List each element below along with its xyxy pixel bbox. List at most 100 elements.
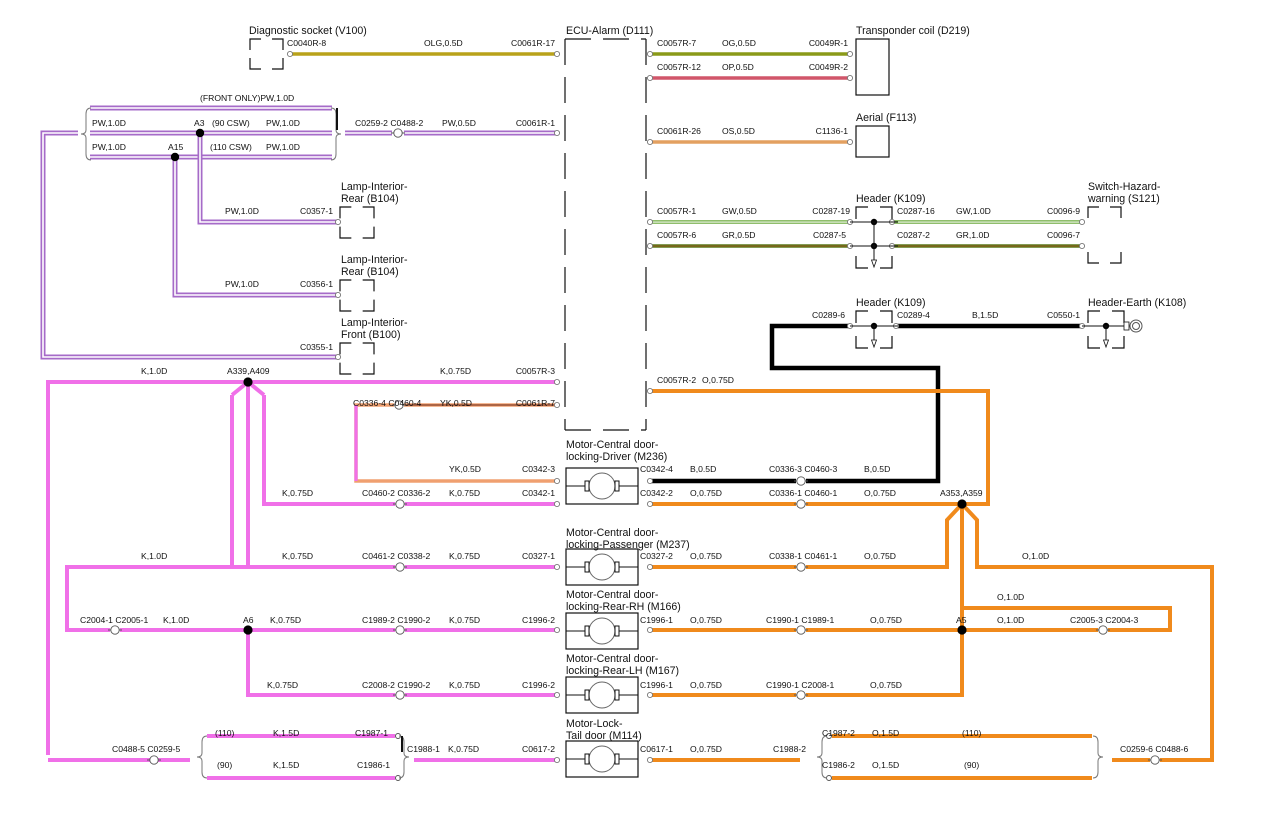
wire-label: GW,1.0D: [956, 206, 991, 216]
wire-label: C0287-16: [897, 206, 935, 216]
earth-arrow-icon: [1102, 339, 1110, 349]
inline-connector-icon: [395, 499, 405, 509]
connector-pin-icon: [553, 477, 561, 485]
wire-label: YK,0.5D: [440, 398, 472, 408]
wire-label: O,1.5D: [872, 728, 899, 738]
wire-label: C1996-1: [640, 680, 673, 690]
connector-pin-icon: [646, 626, 654, 634]
motor-icon: [588, 553, 616, 581]
wire-label: (90 CSW): [212, 118, 250, 128]
inline-connector-icon: [395, 562, 405, 572]
component-name: ECU-Alarm (D111): [566, 25, 653, 37]
inline-connector-icon: [393, 128, 403, 138]
connector-pin-icon: [553, 378, 561, 386]
wire-k-driver-feed: [262, 395, 395, 506]
wire-label: (90): [217, 760, 232, 770]
connector-pin-icon: [286, 50, 294, 58]
wire-label: PW,1.0D: [266, 142, 300, 152]
harness-brace-tail-o-right: [1092, 735, 1104, 779]
wire-label: K,1.5D: [273, 760, 299, 770]
header-k109-earth-outline: [855, 310, 893, 349]
wire-label: OP,0.5D: [722, 62, 754, 72]
connector-pin-icon: [646, 691, 654, 699]
wire-label: C1990-1 C1989-1: [766, 615, 835, 625]
wire-label: C0338-1 C0461-1: [769, 551, 838, 561]
connector-pin-icon: [1078, 242, 1086, 250]
connector-pin-icon: [553, 563, 561, 571]
connector-pin-icon: [334, 353, 342, 361]
wire-label: K,0.75D: [449, 615, 480, 625]
wire-label: C0061R-7: [516, 398, 555, 408]
earth-lug-icon: [1123, 321, 1130, 331]
wire-label: GW,0.5D: [722, 206, 757, 216]
component-name: locking-Passenger (M237): [566, 539, 690, 551]
wire-label: C1989-2 C1990-2: [362, 615, 431, 625]
harness-brace-right: [330, 107, 342, 161]
wire-label: C0057R-3: [516, 366, 555, 376]
wire-label: C0061R-17: [511, 38, 555, 48]
wire-label: C1996-2: [522, 680, 555, 690]
connector-pin-icon: [646, 242, 654, 250]
connector-pin-icon: [553, 626, 561, 634]
wire-label: K,1.5D: [273, 728, 299, 738]
harness-brace-tail-o-left: [816, 735, 828, 779]
wire-label: C0357-1: [300, 206, 333, 216]
connector-pin-icon: [553, 691, 561, 699]
wire-label: C1996-2: [522, 615, 555, 625]
connector-pin-icon: [646, 50, 654, 58]
aerial-box: [855, 125, 890, 158]
transponder-coil-box: [855, 38, 890, 96]
labels-layer: Diagnostic socket (V100)ECU-Alarm (D111)…: [80, 25, 1189, 770]
motor-brush-icon: [614, 480, 620, 492]
diagnostic-socket-outline: [249, 38, 284, 70]
wire-label: O,1.5D: [872, 760, 899, 770]
inline-connector-icon: [796, 562, 806, 572]
connector-pin-icon: [553, 401, 561, 409]
wire-label: C0096-9: [1047, 206, 1080, 216]
component-name: Motor-Lock-: [566, 718, 623, 730]
wire-label: YK,0.5D: [449, 464, 481, 474]
splice-point-icon: [243, 377, 253, 387]
wire-label: C0336-1 C0460-1: [769, 488, 838, 498]
wire-label: O,1.0D: [997, 592, 1024, 602]
component-name: Rear (B104): [341, 193, 399, 205]
component-name: Transponder coil (D219): [856, 25, 970, 37]
wire-label: C0336-4 C0460-4: [353, 398, 422, 408]
splice-point-icon: [195, 128, 205, 138]
connector-pin-icon: [553, 50, 561, 58]
component-name: Header (K109): [856, 193, 926, 205]
connector-pin-icon: [334, 291, 342, 299]
component-name: Motor-Central door-: [566, 589, 659, 601]
wire-label: C1987-1: [355, 728, 388, 738]
wire-label: C0342-4: [640, 464, 673, 474]
wire-k-rear-feed: [65, 565, 248, 632]
component-name: Tail door (M114): [566, 730, 642, 742]
wire-label: C0342-2: [640, 488, 673, 498]
component-name: locking-Rear-RH (M166): [566, 601, 681, 613]
connector-pin-icon: [646, 563, 654, 571]
wire-label: GR,1.0D: [956, 230, 989, 240]
component-name: locking-Rear-LH (M167): [566, 665, 679, 677]
wire-label: C0550-1: [1047, 310, 1080, 320]
component-name: Switch-Hazard-: [1088, 181, 1161, 193]
wire-label: O,1.0D: [997, 615, 1024, 625]
wire-label: A353,A359: [940, 488, 983, 498]
splice-point-icon: [243, 625, 253, 635]
wire-pw-b100: [40, 130, 338, 360]
wire-o-main: [650, 389, 990, 506]
wire-label: C0259-6 C0488-6: [1120, 744, 1189, 754]
motor-icon: [588, 617, 616, 645]
header-earth-k108-outline: [1087, 310, 1125, 349]
wire-label: C0289-6: [812, 310, 845, 320]
component-name: Front (B100): [341, 329, 400, 341]
wire-label: PW,1.0D: [92, 142, 126, 152]
wire-label: C0327-1: [522, 551, 555, 561]
wire-label: C0460-2 C0336-2: [362, 488, 431, 498]
wire-label: C0057R-6: [657, 230, 696, 240]
components-layer: [80, 38, 1143, 779]
component-name: Motor-Central door-: [566, 439, 659, 451]
wire-label: (FRONT ONLY)PW,1.0D: [200, 93, 294, 103]
component-name: locking-Driver (M236): [566, 451, 667, 463]
component-name: Lamp-Interior-: [341, 181, 408, 193]
